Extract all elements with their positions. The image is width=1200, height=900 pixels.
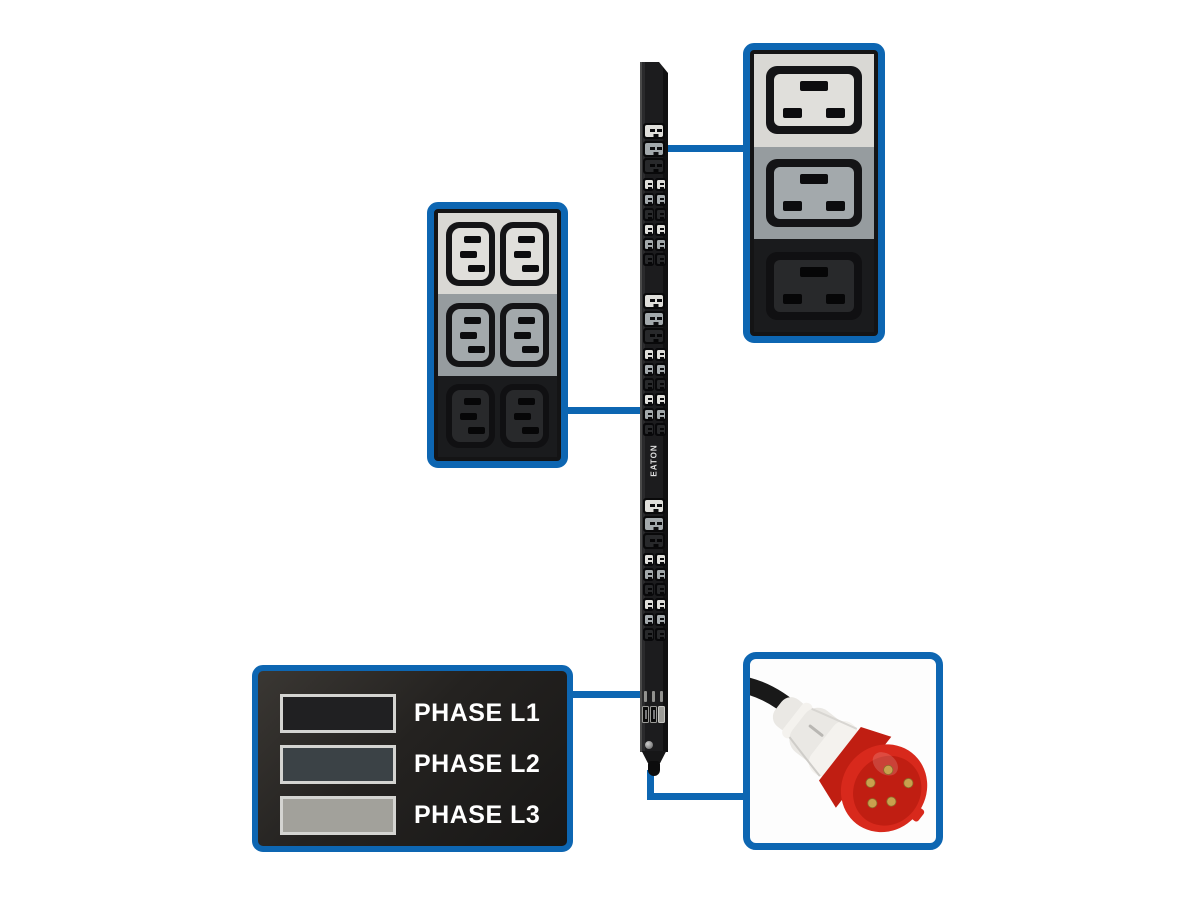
c19-tile-light xyxy=(754,54,874,147)
phase-row-l3: PHASE L3 xyxy=(280,795,540,835)
c19-outlet-strip xyxy=(643,310,665,327)
phase-row-l1: PHASE L1 xyxy=(280,693,540,733)
c13-outlet-strip xyxy=(655,423,666,436)
plug-body xyxy=(772,697,928,833)
c19-outlet-strip xyxy=(643,498,665,514)
c13-outlet-strip xyxy=(655,393,666,406)
c19-outlet xyxy=(766,66,862,135)
c13-outlet-strip xyxy=(655,613,666,626)
c13-outlet-strip xyxy=(643,348,654,361)
c13-outlet-strip xyxy=(655,348,666,361)
c13-outlet-strip xyxy=(643,378,654,391)
screw-head xyxy=(645,741,653,749)
c13-outlet-strip xyxy=(655,223,666,236)
c13-outlet xyxy=(446,302,495,367)
c13-outlet-strip xyxy=(643,193,654,206)
c13-outlet xyxy=(500,221,549,286)
callout-c19-outlets xyxy=(743,43,885,343)
c13-outlet-strip xyxy=(643,238,654,251)
connector-line-plug-horizontal xyxy=(647,793,748,800)
c13-outlet-strip xyxy=(643,613,654,626)
c19-outlet-strip xyxy=(643,293,665,309)
phase-l3-swatch xyxy=(280,795,396,835)
c13-outlet-strip xyxy=(655,178,666,191)
c13-outlet-strip xyxy=(643,598,654,611)
power-plug-image xyxy=(750,677,928,833)
c13-outlet xyxy=(500,302,549,367)
c13-outlet-strip xyxy=(643,423,654,436)
c13-outlet xyxy=(500,384,549,449)
c13-outlet-strip xyxy=(643,568,654,581)
c13-outlet-strip xyxy=(655,208,666,221)
c19-outlet-strip xyxy=(643,533,665,549)
phase-row-l2: PHASE L2 xyxy=(280,744,540,784)
connector-line-c19-callout xyxy=(662,145,746,152)
phase-l2-label: PHASE L2 xyxy=(414,749,541,778)
phase-l1-swatch xyxy=(280,693,396,733)
c19-tile-black xyxy=(754,239,874,333)
connector-line-c13-callout xyxy=(566,407,644,414)
phase-l1-label: PHASE L1 xyxy=(414,698,541,727)
c19-outlet-strip xyxy=(643,328,665,344)
phase-legend: PHASE L1 PHASE L2 PHASE L3 xyxy=(252,665,573,852)
connector-line-plug-vertical xyxy=(647,770,654,800)
c13-outlet xyxy=(446,221,495,286)
c13-outlet-strip xyxy=(643,393,654,406)
c13-outlet-strip xyxy=(643,178,654,191)
c13-outlet-strip xyxy=(643,363,654,376)
c13-tile-gray xyxy=(438,294,557,376)
power-cord-gland xyxy=(648,761,660,776)
c13-outlet-strip xyxy=(643,253,654,266)
c19-outlet-strip xyxy=(643,515,665,532)
c13-outlet-strip xyxy=(655,238,666,251)
breaker-label-mark xyxy=(660,691,663,702)
c13-outlet-strip xyxy=(655,628,666,641)
c13-outlet-strip xyxy=(655,568,666,581)
c13-outlet-strip xyxy=(655,598,666,611)
phase-l3-label: PHASE L3 xyxy=(414,800,541,829)
c13-outlet-strip xyxy=(655,253,666,266)
breaker-slot xyxy=(658,706,665,723)
brand-logo-text: EATON xyxy=(649,443,659,477)
phase-l2-swatch xyxy=(280,744,396,784)
c13-outlet-strip xyxy=(643,583,654,596)
c19-outlet-strip xyxy=(643,158,665,174)
connector-line-phase-callout xyxy=(569,691,644,698)
breaker-slot xyxy=(650,706,657,723)
c19-tile-gray xyxy=(754,146,874,240)
c13-outlet-strip xyxy=(655,553,666,566)
breaker-slot xyxy=(642,706,649,723)
c19-outlet-strip xyxy=(643,123,665,139)
pdu-strip: EATON xyxy=(640,62,668,752)
c19-outlet xyxy=(766,251,862,320)
c13-tile-light xyxy=(438,213,557,295)
plug-pins xyxy=(865,764,914,809)
brand-logo: EATON xyxy=(640,443,668,477)
c19-outlet xyxy=(766,159,862,227)
c13-outlet-strip xyxy=(655,408,666,421)
c13-outlet-strip xyxy=(655,378,666,391)
c13-outlet-strip xyxy=(655,363,666,376)
breaker-label-mark xyxy=(644,691,647,702)
c19-outlet-strip xyxy=(643,140,665,157)
c13-outlet-strip xyxy=(655,193,666,206)
c13-outlet-strip xyxy=(655,583,666,596)
c13-outlet-strip xyxy=(643,408,654,421)
pdu-strip-taper xyxy=(641,751,667,763)
callout-c13-outlets xyxy=(427,202,568,468)
c13-outlet xyxy=(446,384,495,449)
c13-tile-black xyxy=(438,375,557,457)
c13-outlet-strip xyxy=(643,628,654,641)
c13-outlet-strip xyxy=(643,553,654,566)
c13-outlet-strip xyxy=(643,223,654,236)
breaker-label-mark xyxy=(652,691,655,702)
callout-power-plug xyxy=(743,652,943,850)
c13-outlet-strip xyxy=(643,208,654,221)
